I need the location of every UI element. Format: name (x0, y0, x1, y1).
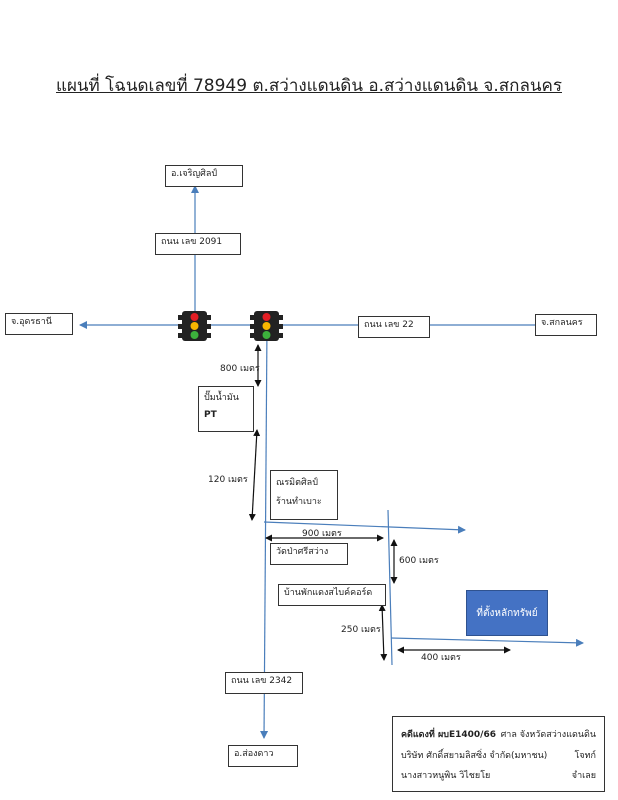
road-label-2342: ถนน เลข 2342 (225, 672, 303, 694)
case-info-row: นางสาวหนูพิน วิไชยโย จำเลย (401, 766, 596, 787)
road-label-2091: ถนน เลข 2091 (155, 233, 241, 255)
distance-label-120: 120 เมตร (208, 475, 248, 485)
distance-arrow-250 (378, 604, 388, 661)
place-north: อ.เจริญศิลป์ (165, 165, 243, 187)
case-info-row: บริษัท ศักดิ์สยามลิสซิ่ง จำกัด(มหาชน) โจ… (401, 746, 596, 767)
case-number: คดีแดงที่ ผบE1400/66 (401, 730, 496, 740)
court-name: ศาล จังหวัดสว่างแดนดิน (500, 730, 596, 740)
gas-station-name: ปั๊มน้ำมัน (204, 393, 239, 403)
defendant-name: นางสาวหนูพิน วิไชยโย (401, 771, 491, 782)
defendant-role: จำเลย (571, 771, 596, 782)
plaintiff-role: โจทก์ (574, 750, 597, 761)
case-info-box: คดีแดงที่ ผบE1400/66 ศาล จังหวัดสว่างแดน… (392, 716, 605, 792)
road-label-22: ถนน เลข 22 (358, 316, 430, 338)
distance-label-400: 400 เมตร (421, 653, 461, 663)
place-south: อ.ส่องดาว (228, 745, 298, 767)
plaintiff-name: บริษัท ศักดิ์สยามลิสซิ่ง จำกัด(มหาชน) (401, 750, 548, 761)
distance-label-250: 250 เมตร (341, 625, 381, 635)
landmark-temple: วัดป่าศรีสว่าง (270, 543, 348, 565)
traffic-light-icon (178, 311, 211, 341)
road-2342 (260, 324, 269, 739)
landmark-gas-station: ปั๊มน้ำมัน PT (198, 386, 254, 432)
property-location: ที่ตั้งหลักทรัพย์ (466, 590, 548, 636)
shop-type: ร้านทำเบาะ (276, 496, 322, 507)
landmark-shop: ณรมิตศิลป์ ร้านทำเบาะ (270, 470, 338, 520)
case-info-row: คดีแดงที่ ผบE1400/66 ศาล จังหวัดสว่างแดน… (401, 725, 596, 746)
soi-road-3 (390, 637, 584, 647)
place-east: จ.สกลนคร (535, 314, 597, 336)
traffic-light-icon (250, 311, 283, 341)
distance-label-800: 800 เมตร (220, 364, 260, 374)
distance-arrow-120 (248, 429, 261, 521)
landmark-resort: บ้านพักแดงสไบค์คอร์ด (278, 584, 386, 606)
distance-label-900: 900 เมตร (302, 529, 342, 539)
place-west: จ.อุดรธานี (5, 313, 73, 335)
soi-road-1 (263, 521, 466, 534)
map-title: แผนที่ โฉนดเลขที่ 78949 ต.สว่างแดนดิน อ.… (56, 76, 562, 96)
gas-station-brand: PT (204, 410, 217, 421)
distance-label-600: 600 เมตร (399, 556, 439, 566)
shop-name: ณรมิตศิลป์ (276, 478, 318, 488)
soi-road-2 (387, 509, 393, 666)
